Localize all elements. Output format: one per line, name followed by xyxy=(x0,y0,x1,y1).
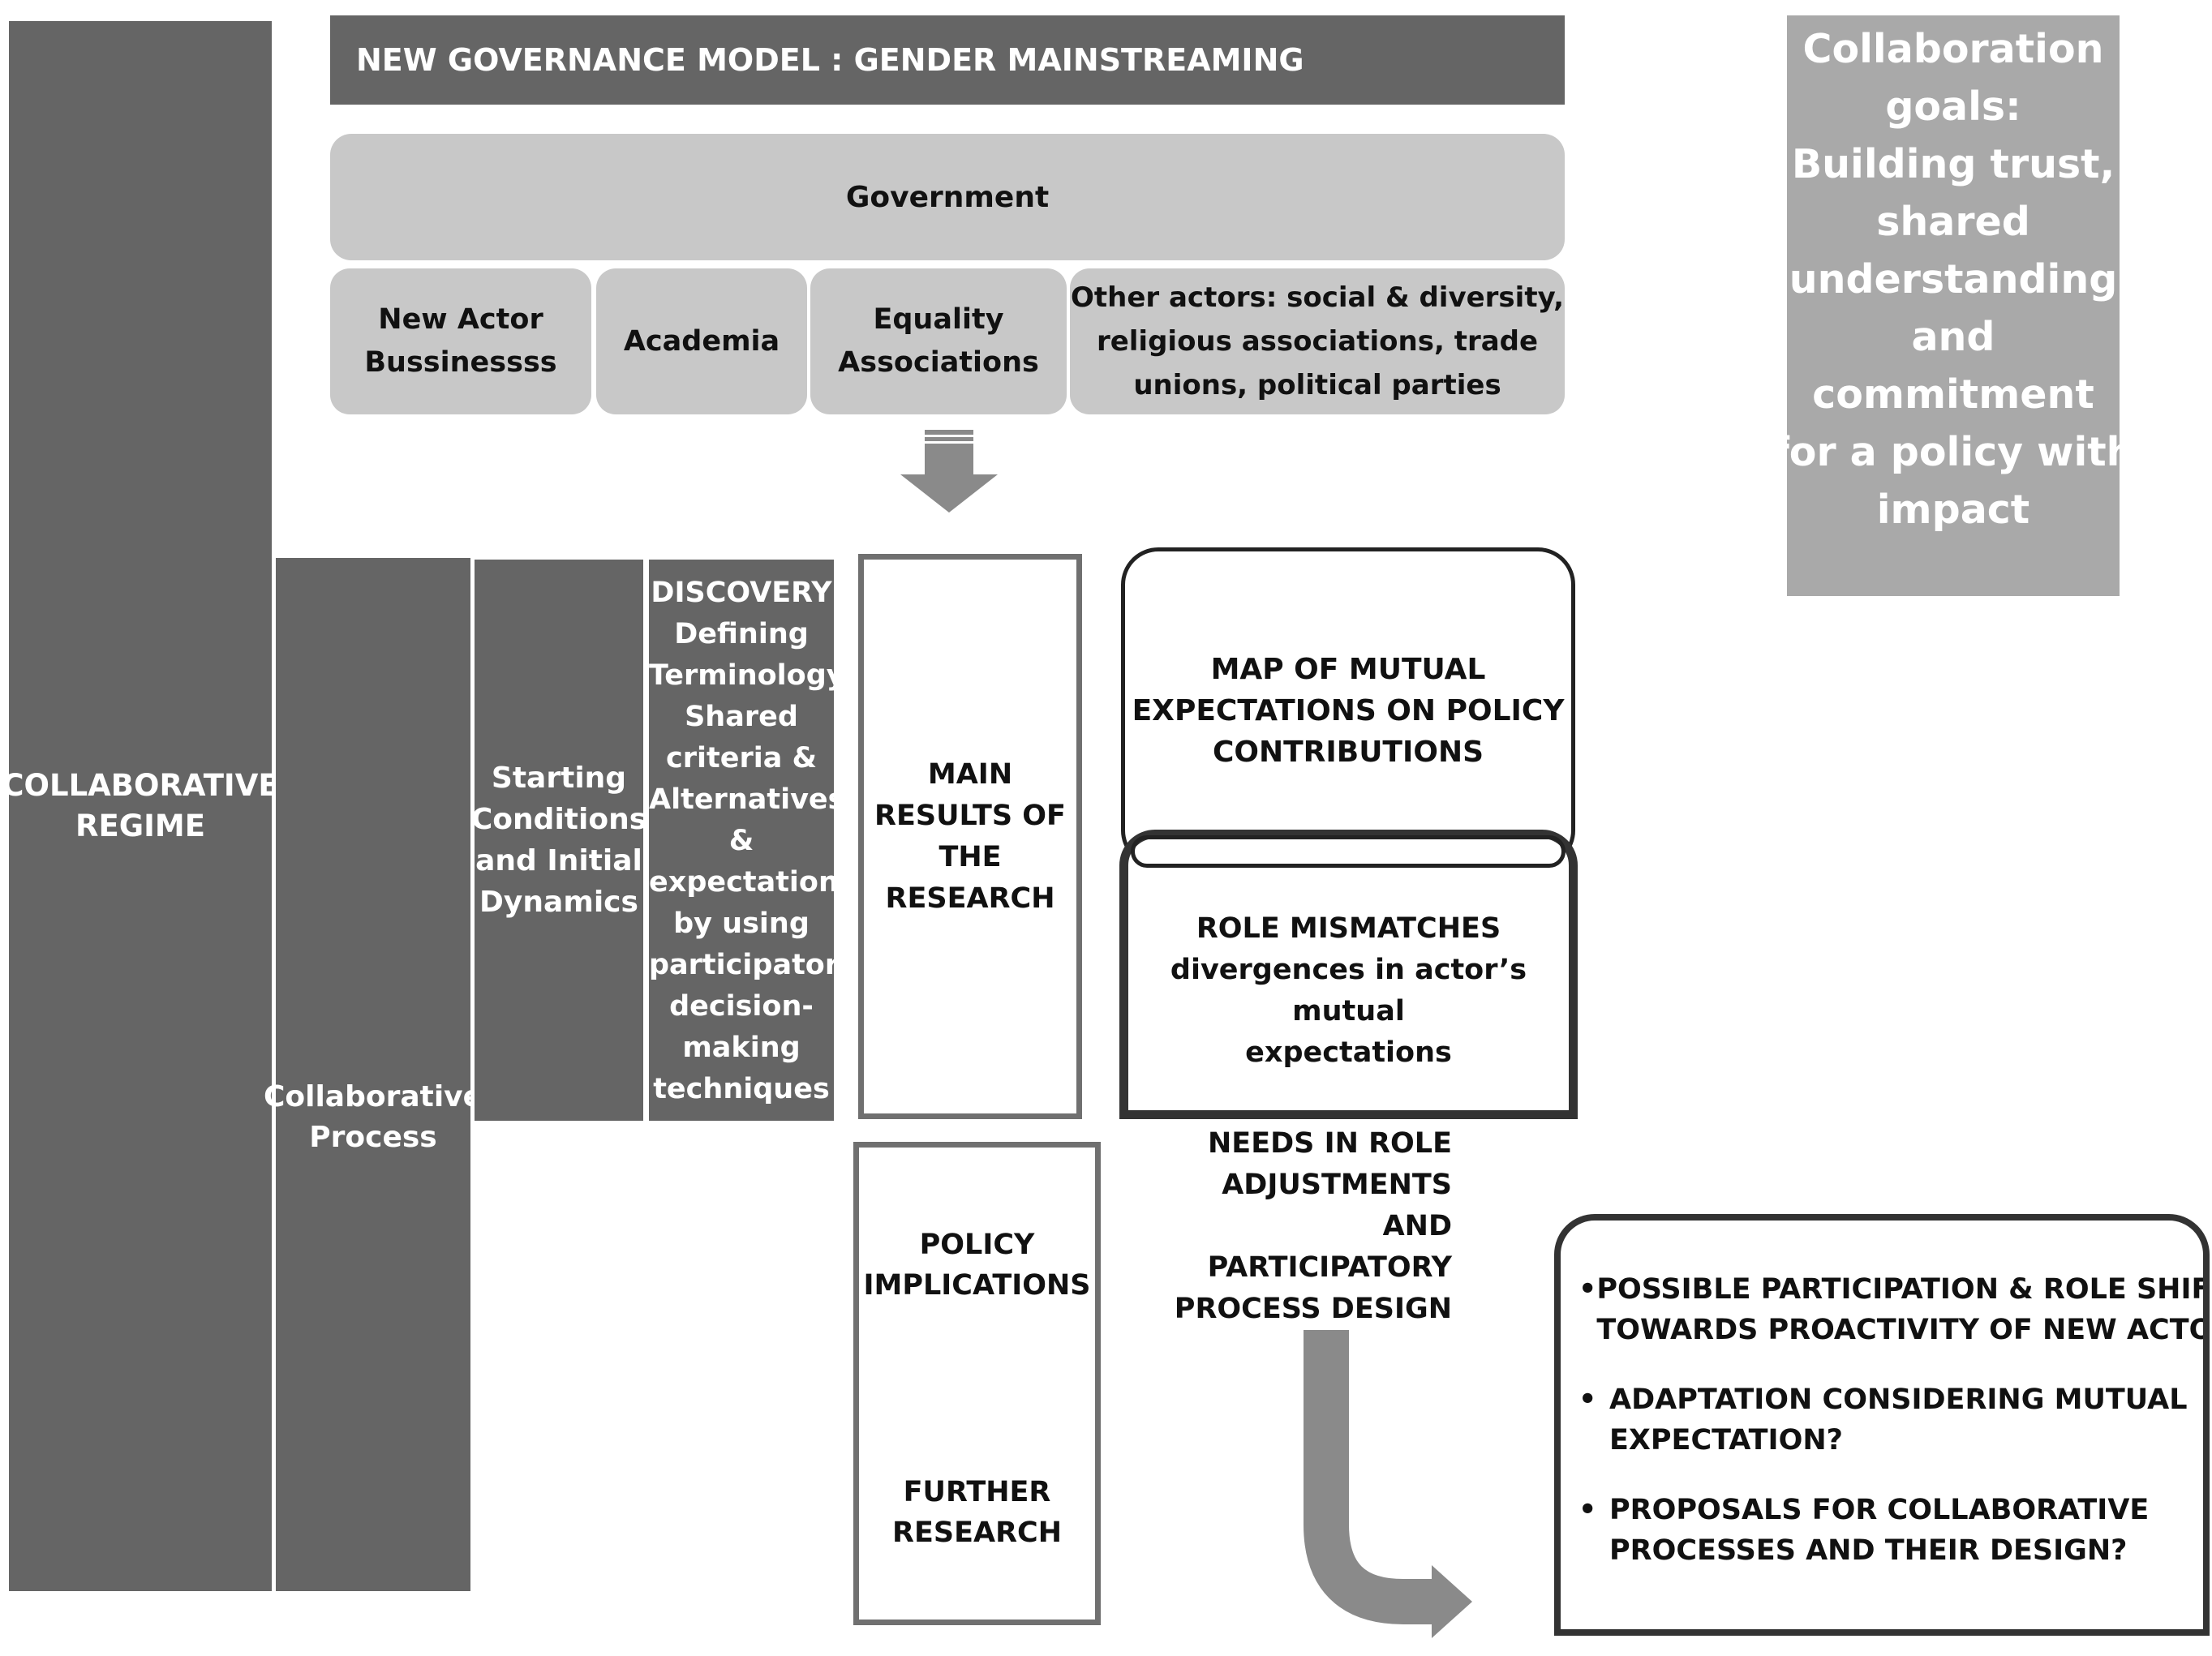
actor-academia: Academia xyxy=(596,268,807,414)
collaboration-goals-text: Collaboration goals: Building trust, sha… xyxy=(1772,26,2135,533)
header-title: NEW GOVERNANCE MODEL : GENDER MAINSTREAM… xyxy=(356,42,1304,78)
header-bar: NEW GOVERNANCE MODEL : GENDER MAINSTREAM… xyxy=(330,15,1565,105)
down-arrow-icon xyxy=(900,430,998,513)
connector-oval xyxy=(1131,835,1566,868)
collaboration-goals-box: Collaboration goals: Building trust, sha… xyxy=(1772,15,2135,596)
government-box: Government xyxy=(330,134,1565,260)
actor-other-actors: Other actors: social & diversity,religio… xyxy=(1070,268,1565,414)
bent-arrow-icon xyxy=(1304,1330,1472,1638)
